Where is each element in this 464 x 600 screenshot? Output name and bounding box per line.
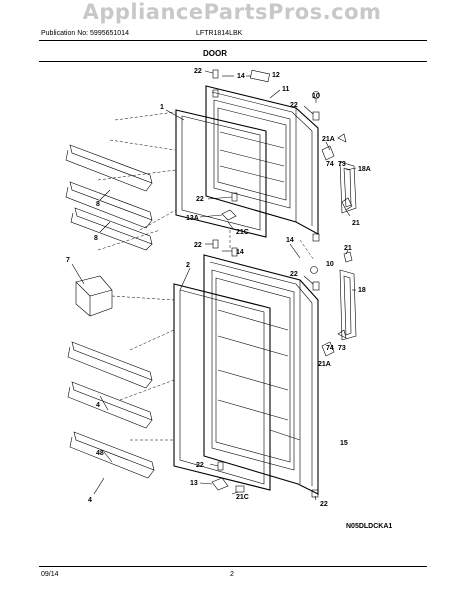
footer-date: 09/14 [41,571,59,578]
lower-hardware [211,239,353,498]
callout-10: 10 [326,261,334,268]
lower-door-liner [211,269,295,471]
callout-22: 22 [320,501,328,508]
callout-11: 11 [282,86,290,93]
callout-22: 22 [196,462,204,469]
callout-74: 74 [326,161,334,168]
callout-21C: 21C [236,229,249,236]
lower-bin [75,275,113,317]
callout-8: 8 [96,201,100,208]
callout-10: 10 [312,93,320,100]
callout-21C: 21C [236,494,249,501]
callout-7: 7 [66,257,70,264]
callout-14: 14 [286,237,294,244]
header-rule [39,40,427,41]
callout-21: 21 [344,245,352,252]
upper-door-outer-panel [205,85,319,235]
callout-21: 21 [352,220,360,227]
callout-13: 13 [190,480,198,487]
callout-22: 22 [196,196,204,203]
callout-21A: 21A [322,136,335,143]
upper-shelf-bar-2 [65,181,153,229]
upper-door-liner [213,99,291,209]
lower-handle [339,269,357,341]
callout-1: 1 [160,104,164,111]
footer-rule [39,566,427,567]
publication-number: Publication No: 5995651014 [41,30,129,37]
page-number: 2 [230,571,234,578]
callout-leaders [71,70,357,501]
upper-hardware [212,69,353,242]
model-number: LFTR1814LBK [196,30,243,37]
callout-48: 48 [96,450,104,457]
callout-12: 12 [272,72,280,79]
callout-73: 73 [338,345,346,352]
callout-18: 18 [358,287,366,294]
callout-13A: 13A [186,215,199,222]
callout-22: 22 [290,102,298,109]
callout-4: 4 [88,497,92,504]
callout-2: 2 [186,262,190,269]
callout-21A: 21A [318,361,331,368]
upper-shelf-bar-1 [65,144,153,192]
upper-trim-piece [250,69,270,83]
callout-73: 73 [338,161,346,168]
diagram-code: N05DLDCKA1 [346,523,393,530]
lower-door-outer-panel [203,254,319,495]
lower-shelf-bar-3 [69,431,155,479]
lower-shelf-bar-2 [67,381,153,429]
callout-22: 22 [290,271,298,278]
callout-14: 14 [236,249,244,256]
callout-14: 14 [237,73,245,80]
lower-door-gasket [173,283,271,491]
callout-15: 15 [340,440,348,447]
lower-shelf-bar-1 [67,341,153,389]
section-rule [39,61,427,62]
section-title: DOOR [203,49,227,58]
callout-74: 74 [326,345,334,352]
upper-shelf-bar-3 [70,207,153,251]
callout-22: 22 [194,68,202,75]
callout-22: 22 [194,242,202,249]
callout-18A: 18A [358,166,371,173]
upper-door-gasket [175,109,267,238]
callout-4: 4 [96,402,100,409]
watermark: AppliancePartsPros.com [82,0,382,24]
callout-8: 8 [94,235,98,242]
